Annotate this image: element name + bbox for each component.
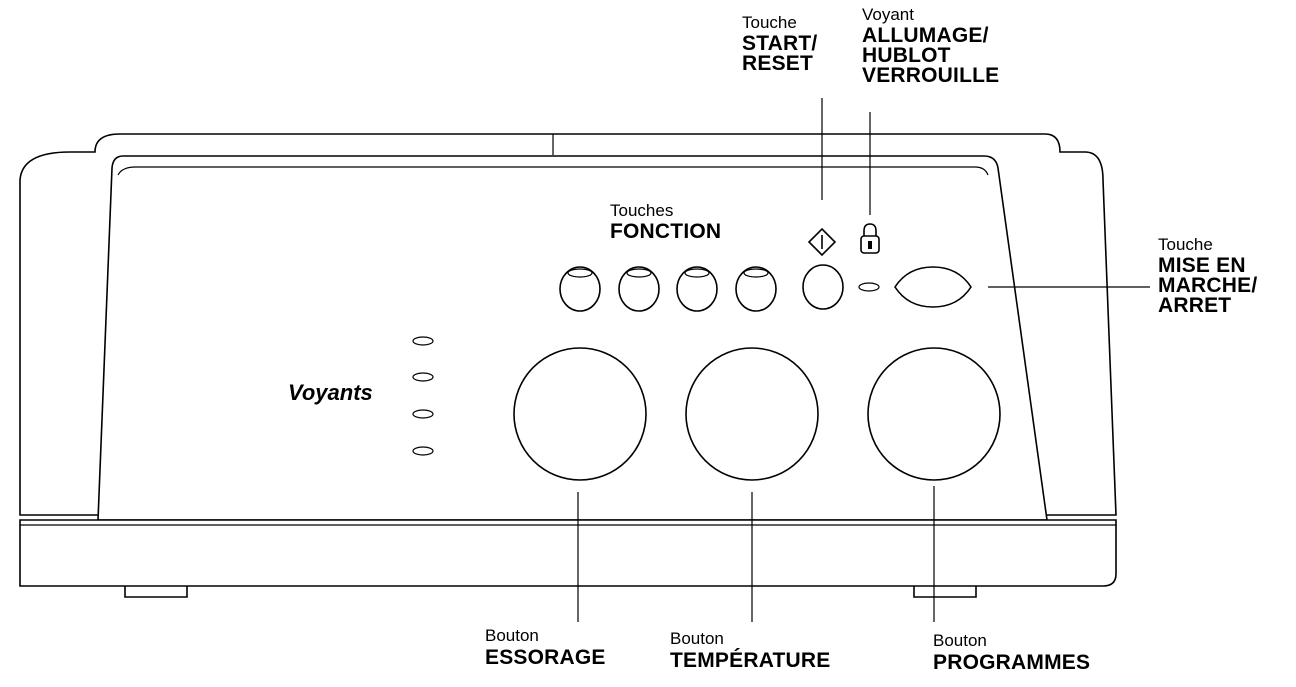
panel-inner-edge — [117, 166, 989, 176]
indicator-led-4 — [412, 446, 434, 456]
label-start-reset-line2: RESET — [742, 52, 814, 75]
label-allumage-line1: ALLUMAGE/ — [862, 24, 989, 47]
label-temperature-prefix: Bouton — [670, 629, 724, 648]
label-fonction-line1: FONCTION — [610, 220, 722, 243]
label-mise-en-marche: Touche MISE EN MARCHE/ ARRET — [1158, 236, 1257, 316]
indicator-leds — [412, 336, 434, 456]
function-button-3[interactable] — [676, 266, 718, 312]
function-buttons[interactable] — [559, 266, 777, 312]
label-allumage: Voyant ALLUMAGE/ HUBLOT VERROUILLE — [862, 6, 999, 86]
start-diamond-icon — [807, 227, 837, 257]
power-button[interactable] — [894, 266, 972, 308]
function-button-1[interactable] — [559, 266, 601, 312]
control-panel-face — [97, 155, 1048, 521]
label-fonction-prefix: Touches — [610, 201, 674, 220]
foot-right — [913, 586, 977, 598]
lock-indicator-led — [858, 282, 880, 292]
label-essorage: Bouton ESSORAGE — [485, 627, 606, 668]
label-start-reset: Touche START/ RESET — [742, 14, 817, 74]
spin-knob[interactable] — [513, 347, 647, 481]
label-temperature-line1: TEMPÉRATURE — [670, 649, 831, 672]
label-mise-en-marche-prefix: Touche — [1158, 235, 1213, 254]
label-allumage-line3: VERROUILLE — [862, 64, 1000, 87]
label-programmes: Bouton PROGRAMMES — [933, 632, 1090, 673]
foot-left — [124, 586, 188, 598]
label-temperature: Bouton TEMPÉRATURE — [670, 630, 830, 671]
label-start-reset-line1: START/ — [742, 32, 818, 55]
indicator-led-2 — [412, 372, 434, 382]
label-allumage-prefix: Voyant — [862, 5, 914, 24]
label-programmes-line1: PROGRAMMES — [933, 651, 1091, 674]
start-reset-button[interactable] — [802, 264, 844, 310]
label-essorage-prefix: Bouton — [485, 626, 539, 645]
indicator-led-1 — [412, 336, 434, 346]
label-start-reset-prefix: Touche — [742, 13, 797, 32]
label-mise-en-marche-line2: MARCHE/ — [1158, 274, 1258, 297]
function-button-2[interactable] — [618, 266, 660, 312]
function-button-4[interactable] — [735, 266, 777, 312]
programme-knob[interactable] — [867, 347, 1001, 481]
label-fonction: Touches FONCTION — [610, 202, 721, 242]
label-essorage-line1: ESSORAGE — [485, 646, 606, 669]
label-voyants: Voyants — [288, 380, 373, 405]
base-plinth — [19, 519, 1117, 587]
padlock-icon — [860, 223, 880, 254]
indicator-led-3 — [412, 409, 434, 419]
label-programmes-prefix: Bouton — [933, 631, 987, 650]
label-mise-en-marche-line3: ARRET — [1158, 294, 1232, 317]
temperature-knob[interactable] — [685, 347, 819, 481]
label-allumage-line2: HUBLOT — [862, 44, 951, 67]
label-mise-en-marche-line1: MISE EN — [1158, 254, 1246, 277]
